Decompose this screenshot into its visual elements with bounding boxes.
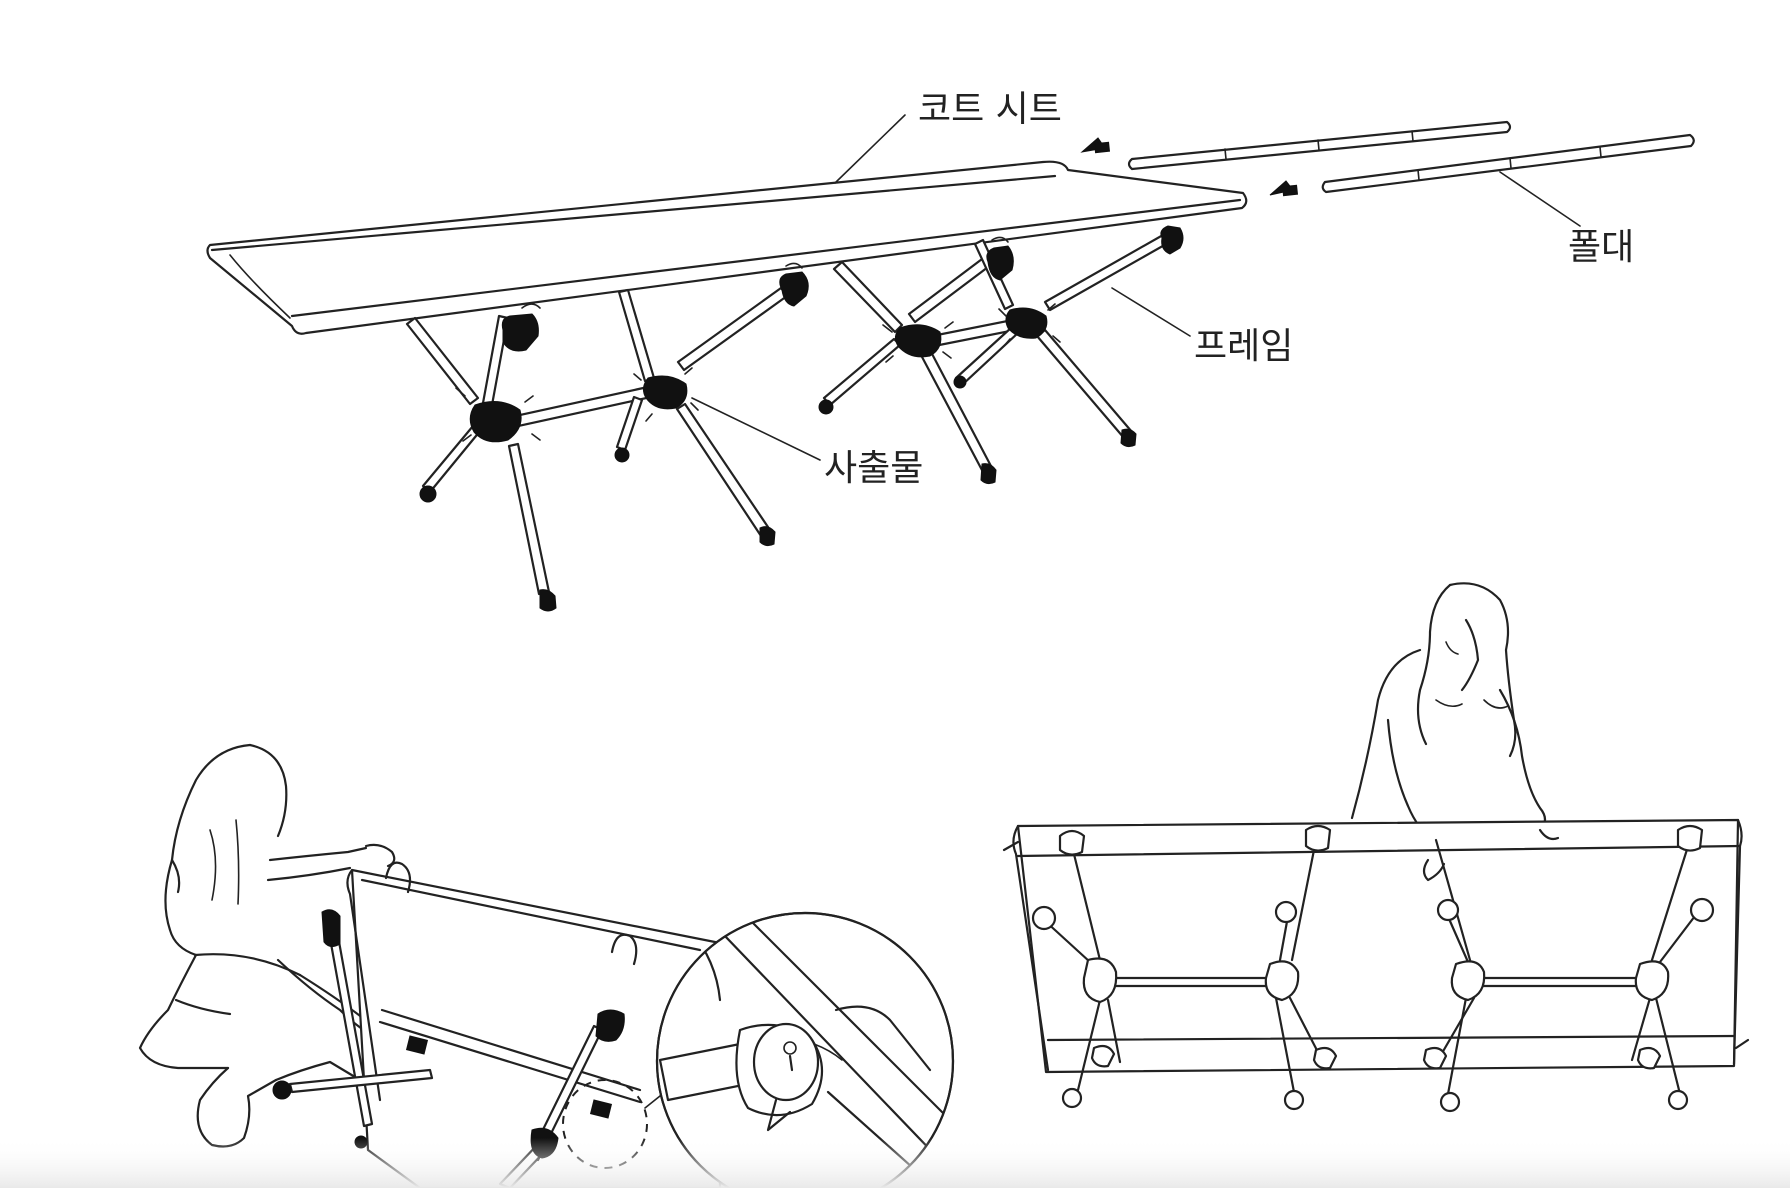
injection-part-leader xyxy=(691,397,821,461)
cot-sheet-leader xyxy=(834,114,906,184)
attached-frame-legs xyxy=(272,909,625,1188)
person-with-assembled-cot-illustration xyxy=(1002,582,1750,1113)
magnified-joint-detail xyxy=(655,911,955,1188)
person-inserting-frame-illustration xyxy=(138,743,955,1188)
bottom-fade xyxy=(0,1138,1790,1188)
frame-leader xyxy=(1111,287,1191,337)
assembled-cot-drawing xyxy=(1002,818,1750,1113)
frame-drawing xyxy=(405,225,1184,612)
frame-label: 프레임 xyxy=(1194,326,1293,367)
pole-label: 폴대 xyxy=(1568,227,1634,268)
cot-sheet-drawing xyxy=(206,160,1248,335)
insert-arrow-icon xyxy=(1080,137,1299,197)
standing-person-figure xyxy=(1350,582,1547,862)
cot-sheet-label: 코트 시트 xyxy=(918,89,1062,130)
hand-drawing xyxy=(1422,858,1446,882)
exploded-cot-view: 코트 시트 폴대 프레임 사출물 xyxy=(206,89,1695,612)
injection-part-label: 사출물 xyxy=(824,448,923,489)
pole-leader xyxy=(1499,171,1581,227)
tilted-cot-drawing xyxy=(346,861,722,1188)
pole-drawing xyxy=(1127,120,1695,194)
